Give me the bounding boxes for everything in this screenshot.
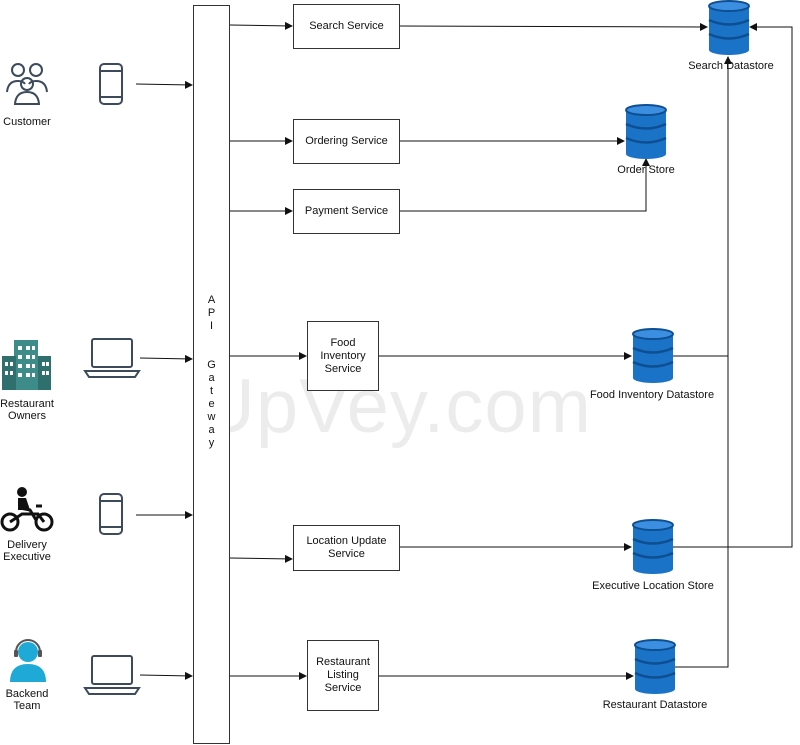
delivery-phone-icon (98, 492, 124, 541)
building-icon (0, 338, 52, 397)
backend-team-label: Backend Team (5, 688, 49, 712)
restaurant-listing-service[interactable]: Restaurant Listing Service (307, 640, 379, 711)
search-datastore-label: Search Datastore (688, 60, 774, 72)
customer-phone-icon (98, 62, 124, 111)
edge-owner-gateway (139, 354, 193, 363)
food-inventory-datastore-label: Food Inventory Datastore (589, 389, 715, 401)
customer-group-icon (5, 60, 49, 111)
location-update-service[interactable]: Location Update Service (293, 525, 400, 571)
ordering-service[interactable]: Ordering Service (293, 119, 400, 164)
edge-exec-to-search (673, 23, 793, 548)
delivery-executive-label: Delivery Executive (3, 539, 51, 563)
restaurant-owners-label: Restaurant Owners (0, 398, 54, 422)
restaurant-datastore-label: Restaurant Datastore (602, 699, 708, 711)
edge-backend-gateway (139, 671, 193, 680)
executive-location-store-label: Executive Location Store (592, 580, 714, 592)
restaurant-datastore-icon[interactable] (634, 639, 676, 700)
food-inventory-service[interactable]: Food Inventory Service (307, 321, 379, 391)
edge-payment-store (399, 158, 650, 212)
search-service[interactable]: Search Service (293, 4, 400, 49)
edge-search-store (398, 22, 708, 31)
executive-location-store-icon[interactable] (632, 519, 674, 580)
motorbike-rider-icon (0, 486, 54, 539)
backend-laptop-icon (83, 654, 141, 701)
edge-gateway-search (229, 21, 293, 30)
order-store-label: Order Store (617, 164, 675, 176)
payment-service[interactable]: Payment Service (293, 189, 400, 234)
edge-restaurant-to-search (674, 356, 729, 668)
edge-food-to-search (672, 56, 732, 357)
edge-customer-gateway (135, 80, 193, 89)
support-agent-icon (6, 634, 50, 689)
edge-gateway-location (229, 554, 293, 563)
owner-laptop-icon (83, 337, 141, 384)
customer-label: Customer (3, 116, 51, 128)
food-inventory-datastore-icon[interactable] (632, 328, 674, 389)
order-store-icon[interactable] (625, 104, 667, 165)
watermark: UpVey.com (200, 364, 592, 449)
search-datastore-icon[interactable] (708, 0, 750, 61)
